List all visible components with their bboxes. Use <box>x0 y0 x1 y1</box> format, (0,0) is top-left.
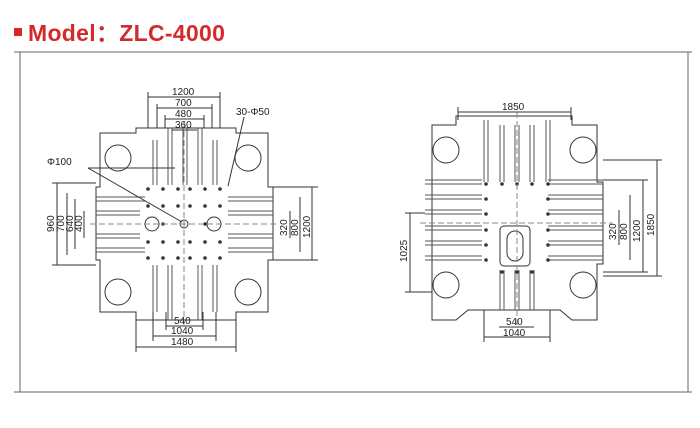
dim-label-700: 700 <box>175 98 192 109</box>
dim-label-1850-v: 1850 <box>646 213 657 236</box>
right-platen-view <box>405 107 662 342</box>
dim-label-800-r: 800 <box>619 223 630 240</box>
drawing-border <box>19 51 689 393</box>
dim-label-1200-v: 1200 <box>302 215 313 238</box>
dim-label-1200-r: 1200 <box>632 219 643 242</box>
callout-leader-hole <box>87 167 183 223</box>
dim-label-540-r: 540 <box>506 317 523 328</box>
callout-hole-label: Φ100 <box>47 157 72 168</box>
dim-label-800: 800 <box>290 219 301 236</box>
dim-label-540: 540 <box>174 316 191 327</box>
dim-label-700-v: 700 <box>56 215 67 232</box>
dim-label-1850: 1850 <box>502 102 525 113</box>
dim-label-960: 960 <box>46 215 57 232</box>
right-platen-outline <box>431 115 604 321</box>
dim-label-400: 400 <box>74 215 85 232</box>
tie-bar-hole-br <box>234 278 262 306</box>
dim-label-640: 640 <box>65 215 76 232</box>
bolt-hole-grid-r <box>484 182 550 274</box>
callout-bolt-label: 30-Φ50 <box>236 107 270 118</box>
left-platen-view <box>52 92 318 352</box>
dim-label-1480: 1480 <box>171 337 194 348</box>
bolt-hole-grid <box>146 187 222 260</box>
tie-bar-hole-bl-r <box>432 271 460 299</box>
tie-bar-hole-tr <box>234 144 262 172</box>
left-platen-outline <box>95 127 274 321</box>
nozzle-opening-inner <box>506 230 524 262</box>
tie-bar-hole-tr-r <box>569 136 597 164</box>
tie-bar-hole-bl <box>104 278 132 306</box>
dim-label-1040: 1040 <box>171 326 194 337</box>
tie-bar-hole-tl-r <box>432 136 460 164</box>
title-text: Model：ZLC-4000 <box>28 20 226 46</box>
page-title: Model：ZLC-4000 <box>14 14 225 48</box>
dim-label-1200: 1200 <box>172 87 195 98</box>
dim-label-320: 320 <box>279 219 290 236</box>
dim-label-1025: 1025 <box>399 239 410 262</box>
tie-bar-hole-br-r <box>569 271 597 299</box>
dim-label-320-r: 320 <box>608 223 619 240</box>
dim-label-480: 480 <box>175 109 192 120</box>
nozzle-opening-outer <box>499 225 531 267</box>
dim-label-1040-r: 1040 <box>503 328 526 339</box>
tie-bar-hole-tl <box>104 144 132 172</box>
callout-leader-bolt <box>227 116 245 187</box>
dim-label-360: 360 <box>175 120 192 131</box>
title-bullet-icon <box>14 28 22 36</box>
